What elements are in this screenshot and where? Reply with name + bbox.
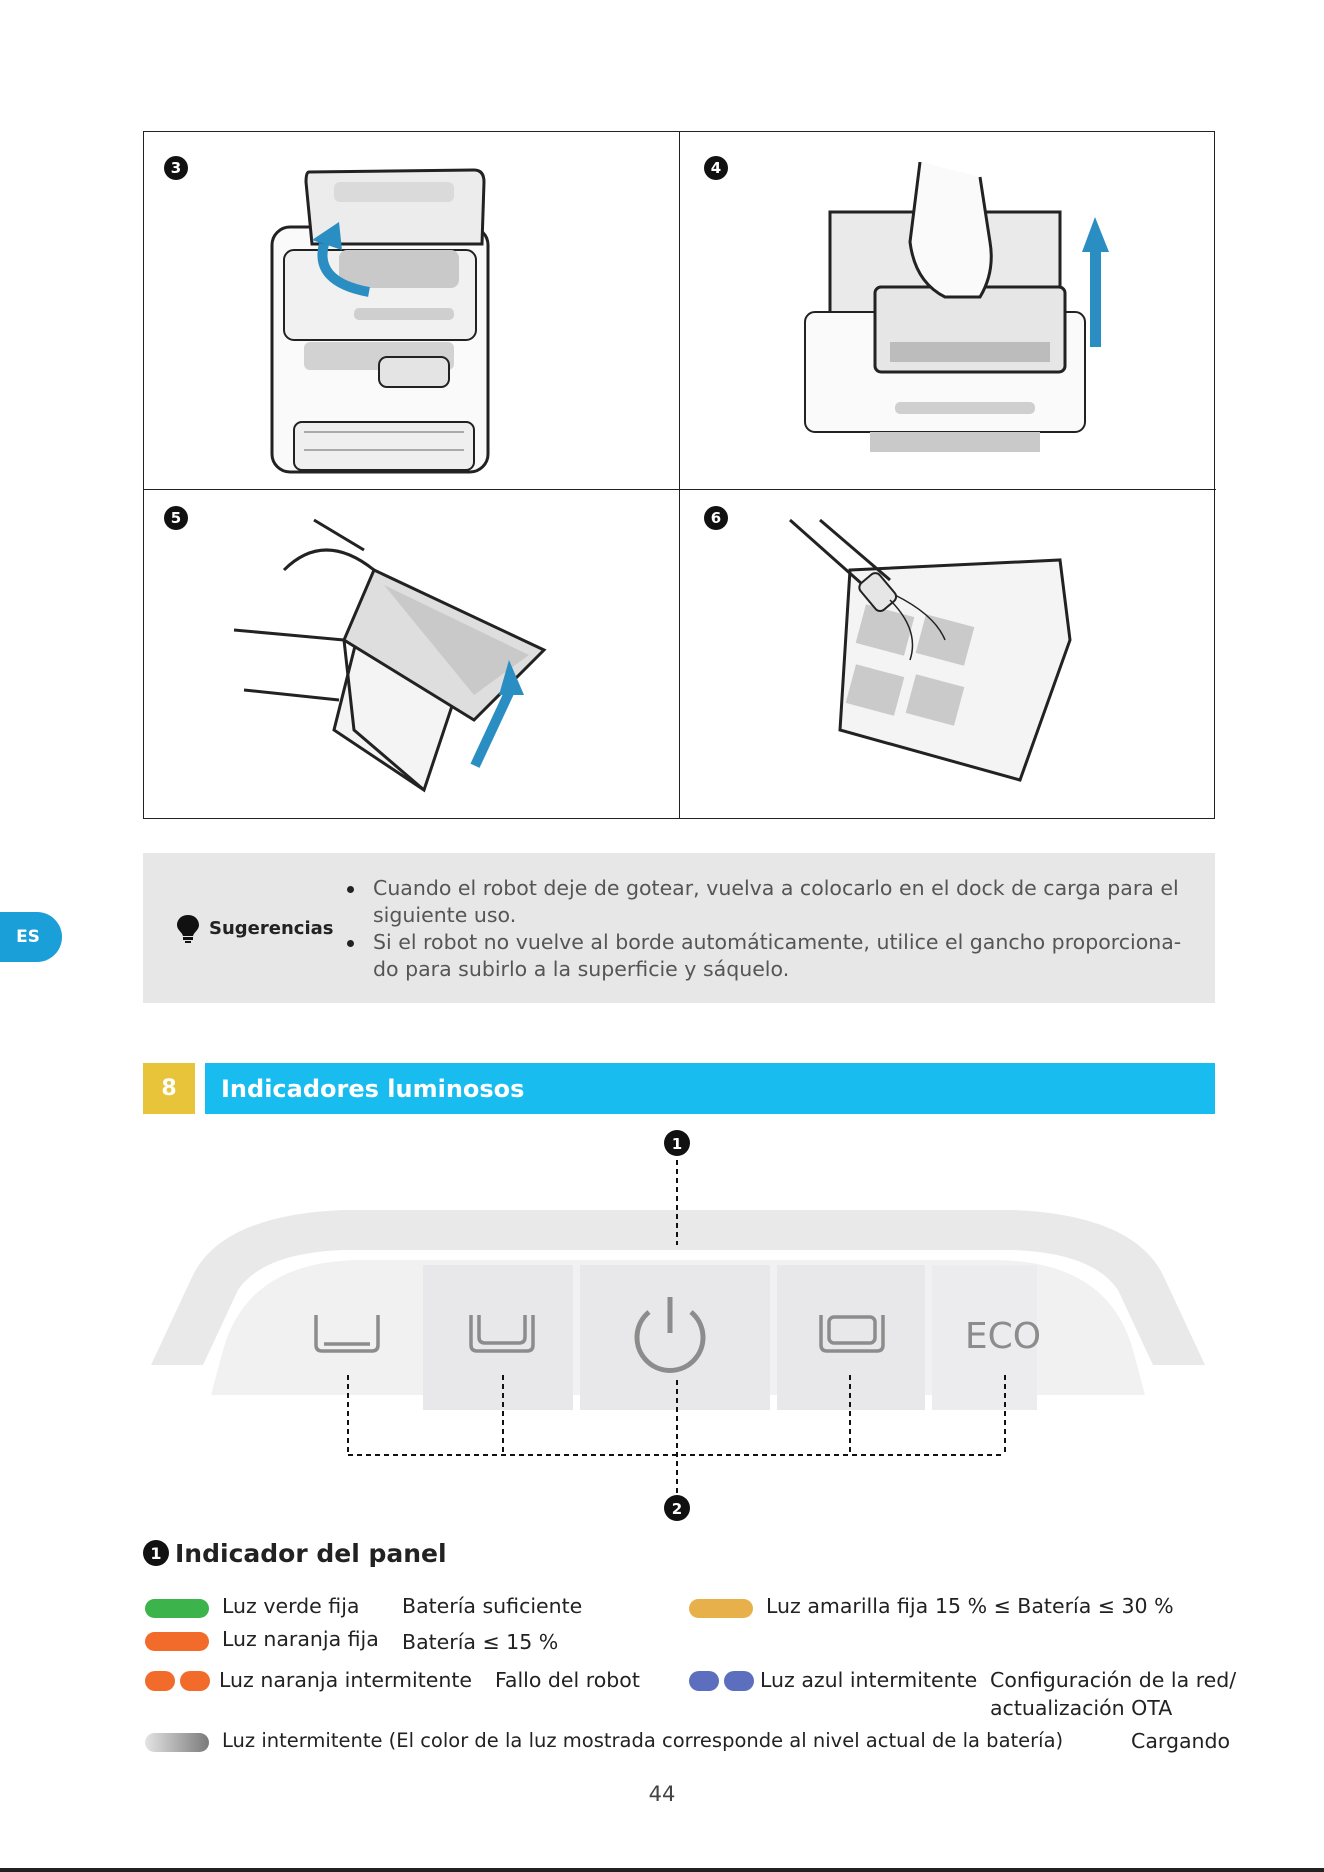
- legend-meaning: Cargando: [1131, 1729, 1231, 1753]
- step-badge: 5: [164, 506, 188, 530]
- section-title: Indicadores luminosos: [205, 1063, 1215, 1114]
- open-lid-illustration: [270, 168, 490, 474]
- legend-meaning: actualización OTA: [990, 1696, 1173, 1720]
- tips-label-group: Sugerencias: [175, 853, 333, 1003]
- step-5-panel: 5: [144, 490, 680, 818]
- step-3-panel: 3: [144, 132, 680, 490]
- step-badge: 6: [704, 506, 728, 530]
- gradient-light-swatch: [145, 1733, 209, 1752]
- illustration-grid: 3 4: [143, 131, 1216, 819]
- lightbulb-icon: [177, 915, 199, 943]
- tips-box: Sugerencias Cuando el robot deje de gote…: [143, 853, 1215, 1003]
- tips-label: Sugerencias: [209, 917, 334, 939]
- section-number: 8: [143, 1063, 195, 1114]
- step-4-panel: 4: [680, 132, 1216, 490]
- blue-blink-swatch: [689, 1671, 754, 1691]
- lift-filter-illustration: [804, 161, 1109, 452]
- legend-meaning: 15 % ≤ Batería ≤ 30 %: [935, 1594, 1174, 1618]
- green-light-swatch: [145, 1599, 209, 1618]
- step-badge: 4: [704, 156, 728, 180]
- legend-title-group: 1 Indicador del panel: [143, 1535, 447, 1571]
- language-tab: ES: [0, 912, 62, 962]
- tip-item: Si el robot no vuelve al borde automátic…: [347, 929, 1203, 983]
- legend-light: Luz naranja intermitente: [219, 1668, 473, 1692]
- open-filter-illustration: [233, 518, 547, 793]
- bottom-rule: [0, 1868, 1324, 1872]
- power-icon: [634, 1297, 706, 1373]
- yellow-light-swatch: [689, 1599, 753, 1618]
- orange-light-swatch: [145, 1632, 209, 1651]
- rinse-filter-illustration: [789, 518, 1072, 782]
- callout-1: 1: [672, 1135, 682, 1153]
- orange-blink-swatch: [145, 1671, 210, 1691]
- control-panel-figure: ECO 1 2: [143, 1125, 1215, 1525]
- legend-light: Luz intermitente (El color de la luz mos…: [222, 1729, 1064, 1752]
- tips-list: Cuando el robot deje de gotear, vuelva a…: [347, 875, 1203, 983]
- legend-meaning: Batería suficiente: [402, 1594, 583, 1618]
- tip-item: Cuando el robot deje de gotear, vuelva a…: [347, 875, 1203, 929]
- eco-label: ECO: [965, 1316, 1041, 1357]
- floor-mode-icon: [314, 1315, 380, 1353]
- step-6-panel: 6: [680, 490, 1216, 818]
- step-badge: 3: [164, 156, 188, 180]
- legend-meaning: Batería ≤ 15 %: [402, 1630, 559, 1654]
- legend-meaning: Configuración de la red/: [990, 1668, 1237, 1692]
- legend-light: Luz verde fija: [222, 1594, 360, 1618]
- legend-meaning: Fallo del robot: [495, 1668, 640, 1692]
- legend-title: Indicador del panel: [175, 1538, 447, 1568]
- waterline-mode-icon: [819, 1315, 885, 1353]
- legend-badge: 1: [143, 1540, 169, 1566]
- callout-2: 2: [672, 1500, 682, 1518]
- page-number: 44: [648, 1782, 676, 1806]
- legend-light: Luz azul intermitente: [760, 1668, 978, 1692]
- legend-light: Luz amarilla fija: [766, 1594, 929, 1618]
- wall-mode-icon: [469, 1315, 535, 1353]
- control-panel-illustration: ECO 1 2: [151, 1130, 1205, 1521]
- legend-light: Luz naranja fija: [222, 1627, 379, 1651]
